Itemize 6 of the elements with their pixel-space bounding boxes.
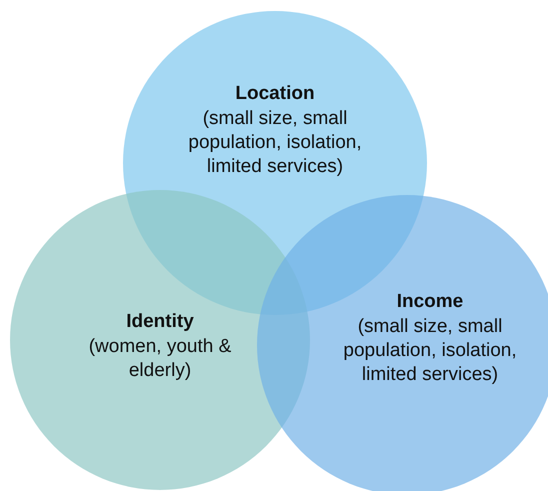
circle-title: Location (234, 82, 316, 106)
circle-description: (women, youth & elderly) (88, 335, 232, 383)
circle-description: (small size, small population, isolation, limited services) (342, 315, 518, 387)
circle-title: Income (396, 290, 464, 314)
circle-title: Identity (125, 310, 195, 334)
circle-description: (small size, small population, isolation, limited services) (187, 107, 363, 179)
